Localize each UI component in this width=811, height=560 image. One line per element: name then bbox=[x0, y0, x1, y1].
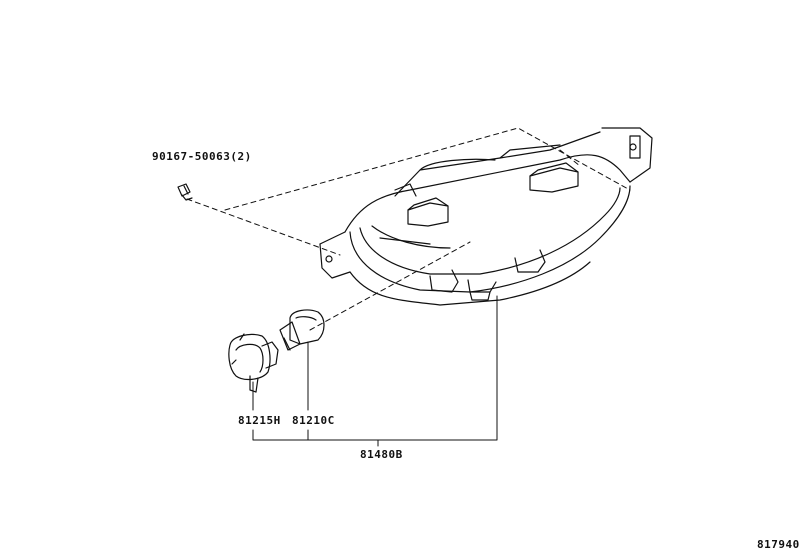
dashed-guide-lines bbox=[186, 127, 631, 331]
screw-part bbox=[177, 183, 193, 201]
part-label-assembly: 81480B bbox=[360, 448, 403, 461]
figure-id: 817940 bbox=[757, 538, 800, 551]
socket-part bbox=[228, 333, 279, 393]
part-label-socket: 81215H bbox=[238, 414, 281, 427]
part-label-screw: 90167-50063(2) bbox=[152, 150, 252, 163]
part-label-bulb: 81210C bbox=[292, 414, 335, 427]
fog-lamp-housing bbox=[319, 127, 653, 306]
leader-lines bbox=[252, 295, 498, 447]
bulb-part bbox=[279, 309, 325, 351]
